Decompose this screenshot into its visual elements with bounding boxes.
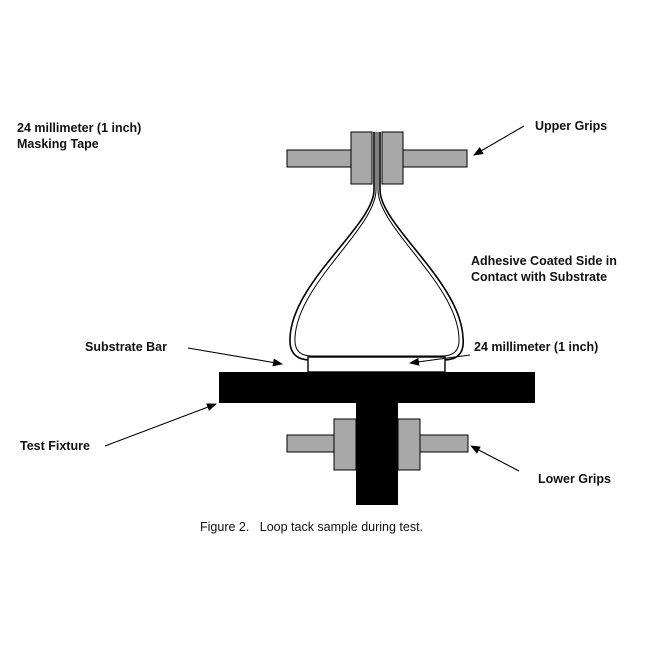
substrate-bar-arrow [187, 347, 283, 367]
lower-grips [286, 418, 469, 471]
upper-grip-left-jaw [350, 131, 373, 185]
adhesive-label-line2: Contact with Substrate [471, 270, 607, 284]
upper-grip-right-arm [402, 149, 468, 168]
width-label: 24 millimeter (1 inch) [474, 340, 598, 354]
test-fixture-arrow [104, 403, 217, 447]
upper-grip-left-arm [286, 149, 352, 168]
lower-grips-label: Lower Grips [538, 472, 611, 486]
lower-grip-left-jaw [333, 418, 357, 471]
upper-grips [286, 131, 468, 185]
lower-grips-arrow [470, 445, 520, 472]
substrate-bar-label: Substrate Bar [85, 340, 167, 354]
upper-grips-arrow [473, 125, 525, 156]
figure-caption: Figure 2. Loop tack sample during test. [200, 520, 423, 534]
upper-grip-right-jaw [381, 131, 404, 185]
substrate-bar [307, 356, 446, 373]
test-fixture [219, 372, 535, 505]
upper-grips-label: Upper Grips [535, 119, 607, 133]
width-label-arrow [409, 354, 471, 366]
test-fixture-stem [356, 403, 398, 505]
leader-arrows [104, 125, 525, 472]
adhesive-label-line1: Adhesive Coated Side in [471, 254, 617, 268]
test-fixture-crossbar [219, 372, 535, 403]
tape-loop-inner [294, 132, 460, 357]
lower-grip-right-jaw [397, 418, 421, 471]
masking-tape-label-line1: 24 millimeter (1 inch) [17, 121, 141, 135]
masking-tape-label-line2: Masking Tape [17, 137, 99, 151]
test-fixture-label: Test Fixture [20, 439, 90, 453]
